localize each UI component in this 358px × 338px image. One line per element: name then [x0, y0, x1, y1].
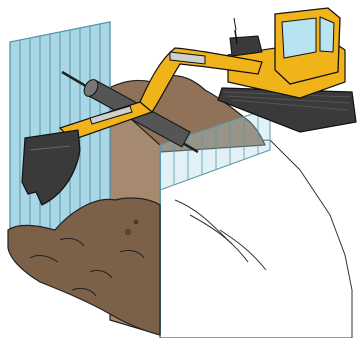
excavator-cab	[275, 8, 340, 84]
